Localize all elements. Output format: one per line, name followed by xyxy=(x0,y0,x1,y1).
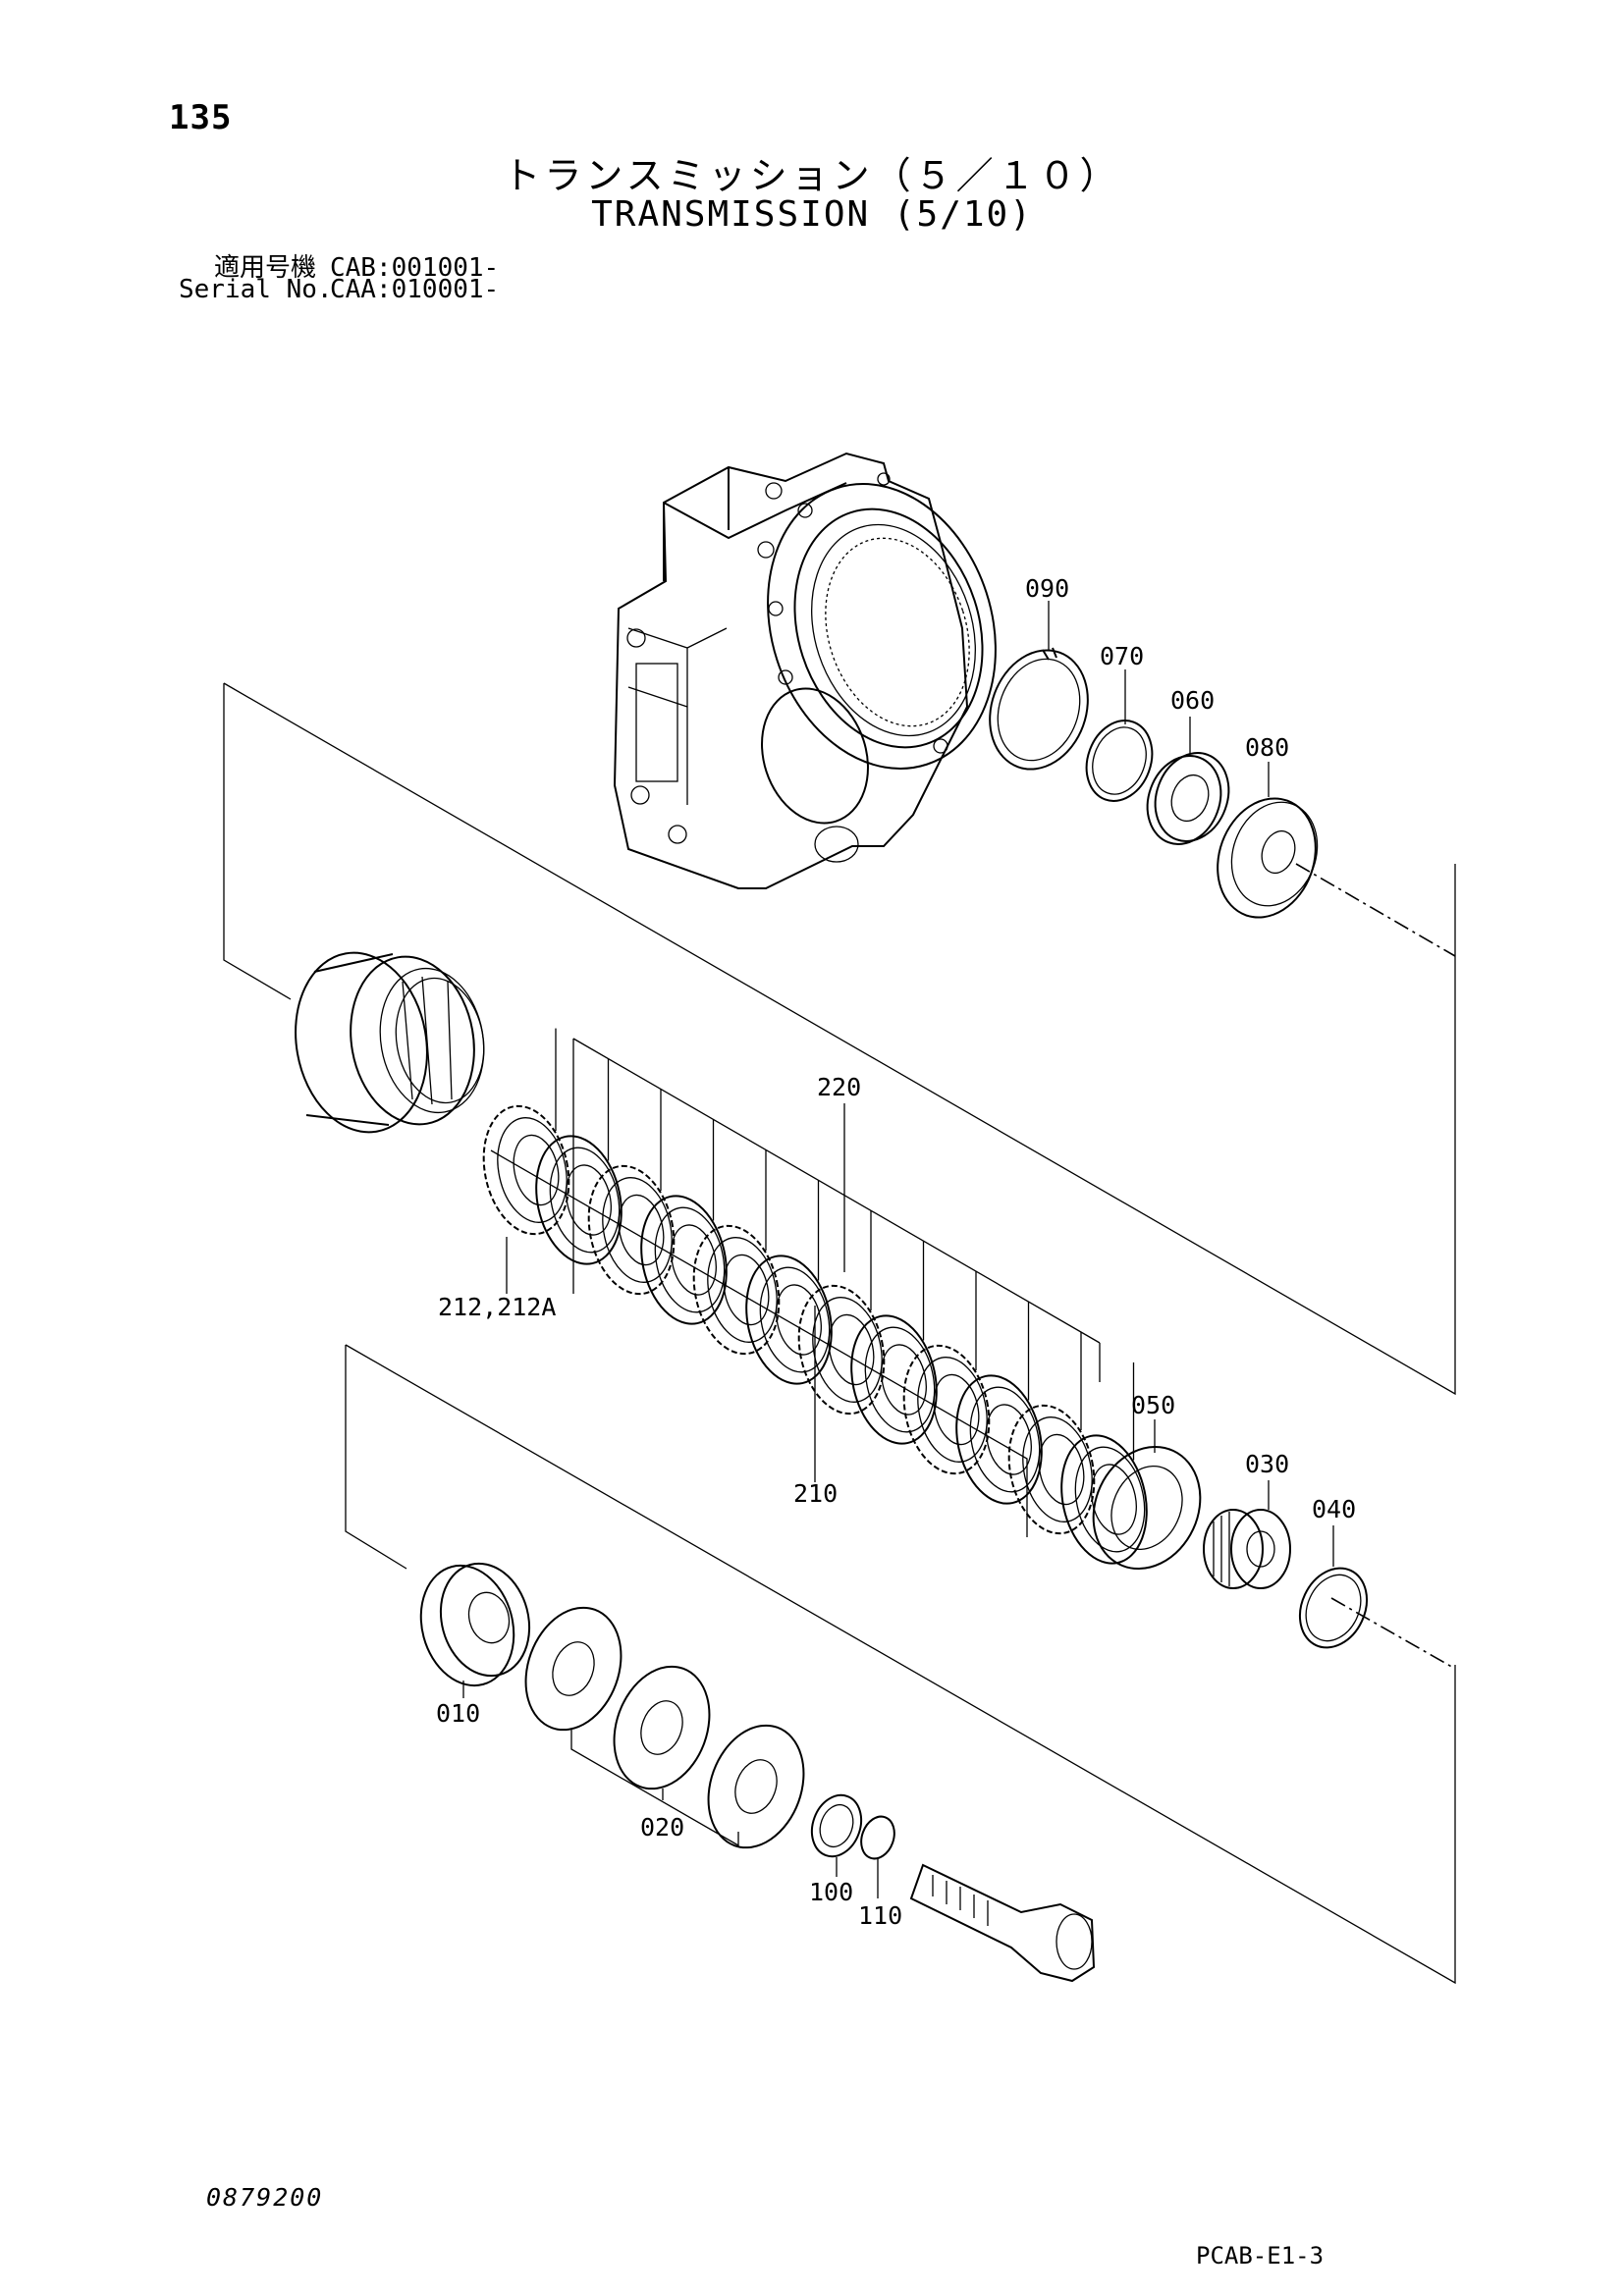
serial-label: Serial No. xyxy=(179,275,333,304)
part-010-piston xyxy=(419,1562,531,1698)
callout-100: 100 xyxy=(809,1878,853,1906)
upper-diagonal-line xyxy=(223,682,1456,1396)
part-030-gear xyxy=(1203,1480,1291,1589)
clutch-plate xyxy=(692,1224,781,1356)
clutch-plate xyxy=(902,1344,991,1475)
callout-110: 110 xyxy=(858,1901,902,1930)
part-070-snap-ring xyxy=(1085,669,1154,802)
part-040-snap-ring xyxy=(1298,1525,1369,1649)
serial-value: CAA:010001- xyxy=(330,275,500,304)
transmission-housing xyxy=(613,452,997,889)
part-050-thrust-washer xyxy=(1092,1419,1202,1571)
page-title-japanese: トランスミッション（５／１０） xyxy=(503,154,1121,197)
friction-disc xyxy=(640,1195,728,1325)
catalog-reference-code: PCAB-E1-3 xyxy=(1196,2242,1325,2269)
clutch-plate xyxy=(797,1284,886,1415)
callout-030: 030 xyxy=(1245,1450,1289,1478)
part-080-oil-seal xyxy=(1217,762,1319,919)
part-110-snap-ring xyxy=(860,1815,895,1898)
serial-row-applicable-machine: 適用号機 CAB:001001- xyxy=(179,247,499,284)
upper-group-bracket xyxy=(223,683,292,1000)
serial-label: 適用号機 xyxy=(213,253,316,283)
friction-disc xyxy=(745,1255,833,1385)
serial-value: CAB:001001- xyxy=(330,253,500,283)
callout-070: 070 xyxy=(1100,642,1144,670)
lower-group-bracket xyxy=(345,1345,407,1570)
callout-040: 040 xyxy=(1312,1495,1356,1523)
serial-row-serial-no: Serial No.CAA:010001- xyxy=(179,275,499,304)
callout-212: 212,212A xyxy=(438,1293,556,1321)
clutch-plate xyxy=(1007,1404,1096,1535)
callout-050: 050 xyxy=(1131,1391,1175,1419)
clutch-plate xyxy=(587,1164,676,1296)
callout-090: 090 xyxy=(1025,574,1069,603)
friction-disc xyxy=(955,1374,1043,1505)
part-020-disc-springs xyxy=(524,1606,805,1849)
part-060-bearing xyxy=(1146,717,1230,845)
clutch-drum xyxy=(295,951,485,1134)
lower-diagonal-line xyxy=(345,1344,1456,1985)
part-090-snap-ring xyxy=(989,601,1089,771)
callout-210: 210 xyxy=(793,1479,838,1508)
callout-080: 080 xyxy=(1245,733,1289,762)
friction-disc xyxy=(850,1314,938,1445)
output-shaft xyxy=(909,1863,1096,1983)
callout-010: 010 xyxy=(436,1699,480,1728)
clutch-disc-stack xyxy=(482,1028,1148,1565)
part-100-retainer xyxy=(810,1793,863,1877)
callout-020: 020 xyxy=(640,1813,684,1842)
callout-060: 060 xyxy=(1170,686,1215,715)
drawing-number: 0879200 xyxy=(206,2183,324,2212)
friction-disc xyxy=(535,1135,623,1265)
callout-220: 220 xyxy=(817,1073,861,1101)
page-number: 135 xyxy=(169,98,233,137)
page-title-english: TRANSMISSION (5/10) xyxy=(591,194,1033,235)
callout-labels: 090 070 060 080 220 212,212A 210 050 030… xyxy=(436,574,1356,1930)
